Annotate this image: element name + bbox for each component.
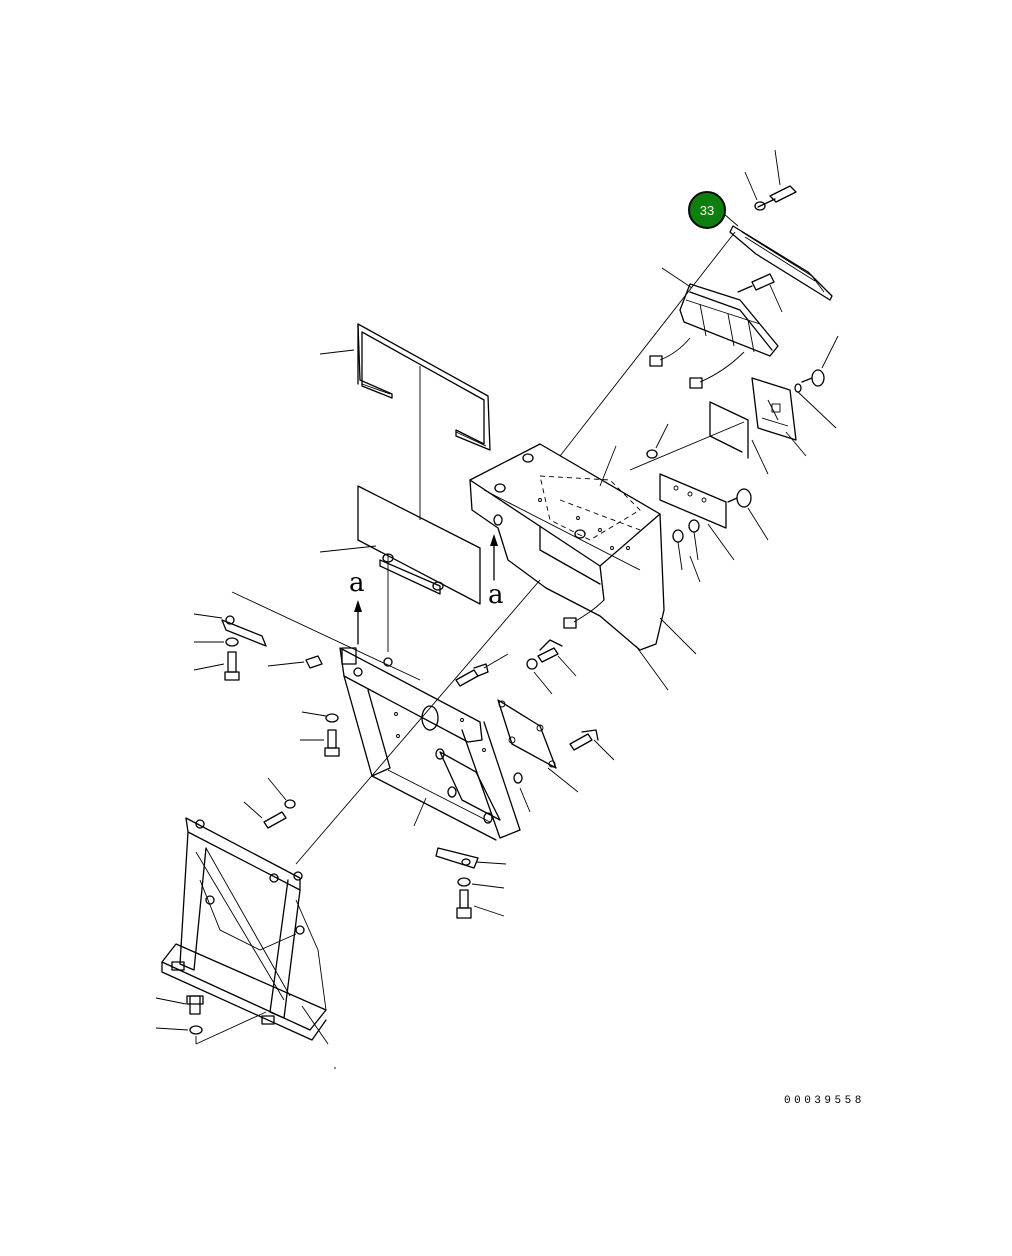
knob [727, 488, 769, 541]
bottom-clip [435, 847, 507, 869]
cover-plate-small [497, 699, 579, 793]
left-bolt-3 [243, 801, 287, 829]
wire-connectors-upper [649, 337, 745, 389]
central-mounting-frame [295, 579, 541, 865]
left-bolt [193, 651, 240, 681]
long-bolt [455, 653, 509, 687]
panel-bolt [737, 273, 783, 313]
view-label-a-right: a [488, 580, 504, 610]
side-mounting-plate [659, 473, 727, 529]
pin-bolt-left [267, 655, 323, 669]
sheet-bracket [379, 553, 444, 595]
stand-bolt [155, 995, 204, 1015]
frame-inner-brace [435, 748, 531, 824]
left-bolt-2 [300, 729, 340, 757]
view-arrow-left [354, 600, 362, 645]
monitor-panel [679, 283, 779, 357]
washer-top [744, 171, 766, 211]
circuit-board [751, 377, 797, 441]
housing-wire-connector [563, 599, 669, 691]
bottom-washer [457, 877, 505, 889]
drawing-number: 00039558 [784, 1095, 865, 1107]
left-nut-washer [301, 711, 339, 723]
hex-bolt-center [537, 639, 577, 677]
bottom-bolt [456, 889, 505, 919]
l-bracket [709, 401, 769, 475]
top-cover-plate [729, 225, 833, 301]
washer-center [526, 658, 553, 695]
left-washer [194, 637, 239, 647]
cover-sheet-outline [319, 323, 491, 520]
view-label-a-left: a [349, 568, 365, 598]
housing-alignment-line [559, 231, 736, 457]
stand-washer [155, 1011, 267, 1045]
callout-number-badge[interactable]: 33 [688, 191, 726, 229]
view-arrow-right [490, 534, 498, 581]
main-housing [469, 423, 697, 655]
support-stand [161, 817, 329, 1045]
small-fasteners-pair [672, 519, 735, 583]
hex-bolt-top [757, 149, 797, 208]
callout-33-leader [723, 213, 739, 227]
board-screw [794, 335, 839, 429]
left-washer-2 [267, 777, 296, 809]
hex-bolt-right [569, 729, 615, 761]
